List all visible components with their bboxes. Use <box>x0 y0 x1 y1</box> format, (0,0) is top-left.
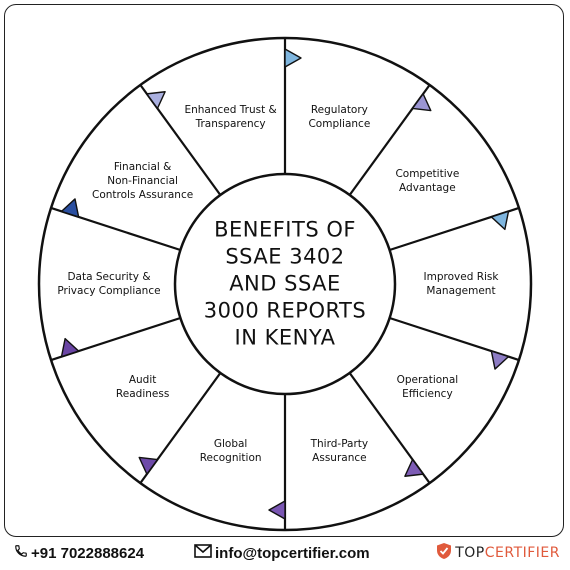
footer: +91 7022888624 info@topcertifier.com TOP… <box>0 538 570 570</box>
segment-label: Financial & Non-Financial Controls Assur… <box>92 160 194 201</box>
brand-top: TOP <box>455 545 485 561</box>
segment-marker <box>146 91 166 110</box>
segment-marker <box>490 210 510 231</box>
phone-number: +91 7022888624 <box>31 544 145 562</box>
shield-check-icon <box>436 542 452 564</box>
segment-label: Regulatory Compliance <box>308 103 371 130</box>
segment-label: Competitive Advantage <box>395 167 460 194</box>
segment-label: Audit Readiness <box>115 374 170 401</box>
segment-label: Enhanced Trust & Transparency <box>184 103 277 130</box>
segment-marker <box>138 456 159 475</box>
segment-marker <box>411 93 432 112</box>
segment-marker <box>60 337 80 358</box>
segment-label: Global Recognition <box>199 438 262 465</box>
segment-label: Improved Risk Management <box>423 271 499 297</box>
envelope-icon <box>194 544 212 562</box>
email-address: info@topcertifier.com <box>215 544 370 562</box>
segment-label: Data Security & Privacy Compliance <box>57 271 161 297</box>
segment-marker <box>268 500 286 520</box>
segment-label: Third-Party Assurance <box>310 438 369 465</box>
segment-marker <box>490 350 510 370</box>
markers-group <box>60 48 510 520</box>
phone-contact[interactable]: +91 7022888624 <box>14 544 144 562</box>
segment-label: Operational Efficiency <box>396 374 459 401</box>
phone-icon <box>14 544 28 562</box>
brand-certifier: CERTIFIER <box>484 545 560 561</box>
outer-frame <box>4 4 564 537</box>
segment-marker <box>284 48 302 68</box>
email-contact[interactable]: info@topcertifier.com <box>194 544 370 562</box>
segment-marker <box>60 198 80 218</box>
center-circle <box>173 172 397 396</box>
center-title: BENEFITS OF SSAE 3402 AND SSAE 3000 REPO… <box>203 217 367 350</box>
segment-marker <box>404 458 424 477</box>
benefits-wheel <box>37 36 533 532</box>
